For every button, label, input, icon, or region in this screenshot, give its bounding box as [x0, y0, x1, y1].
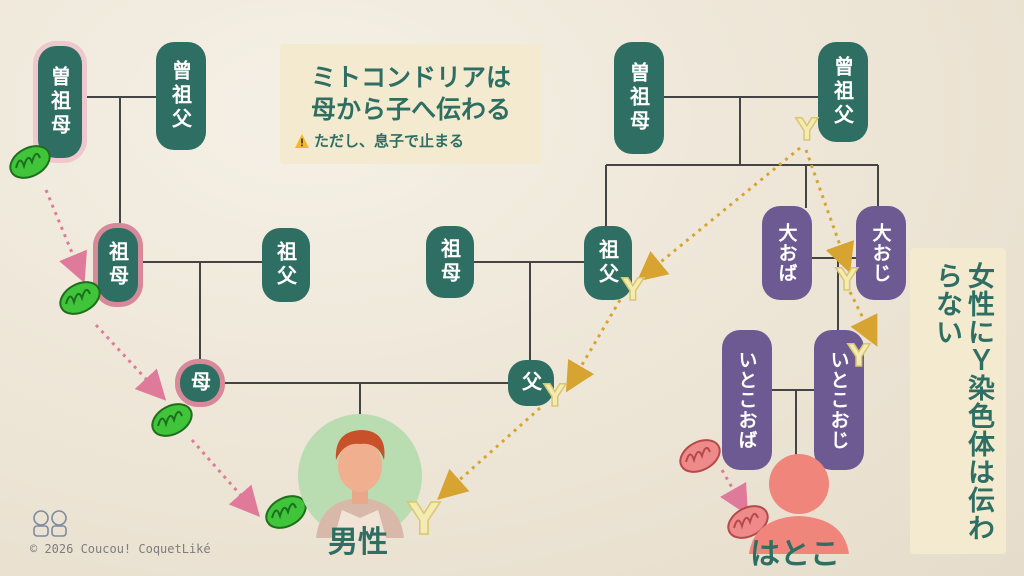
great-grandfather-right: 曾祖父 — [818, 42, 868, 142]
y-mark-great-uncle: Y — [835, 263, 858, 298]
cousin-uncle: いとこおじ — [814, 330, 864, 470]
y-mark-great-grandfather: Y — [795, 113, 818, 148]
great-uncle: 大おじ — [856, 206, 906, 300]
second-cousin-icon — [749, 454, 849, 554]
grandmother-left: 祖母 — [98, 228, 138, 302]
copyright-text: © 2026 Coucou! CoquetLiké — [30, 542, 211, 556]
grandmother-right: 祖母 — [426, 226, 474, 298]
title-line1: ミトコンドリアは — [310, 63, 511, 92]
father: 父 — [508, 360, 554, 406]
mitochondria-icon — [151, 403, 193, 437]
great-aunt: 大おば — [762, 206, 812, 300]
grandfather-left: 祖父 — [262, 228, 310, 302]
mitochondria-icon — [9, 145, 51, 179]
title-line2: 母から子へ伝わる — [310, 95, 511, 124]
mother: 母 — [180, 364, 220, 402]
y-mark-grandfather: Y — [621, 273, 644, 308]
warning-icon — [294, 133, 310, 149]
y-mark-father: Y — [543, 379, 566, 414]
male-label: 男性 — [328, 525, 388, 560]
side-note-text: 女性にＹ染色体は伝わらない — [931, 262, 994, 542]
great-grandmother-right: 曽祖母 — [614, 42, 664, 154]
mitochondria-pink-icon — [679, 439, 721, 473]
brand-logo-icon — [33, 510, 67, 537]
second-cousin-label: はとこ — [750, 537, 840, 572]
mitochondria-icon — [265, 495, 307, 529]
side-note: 女性にＹ染色体は伝わらない — [910, 248, 1006, 554]
title-note: ミトコンドリアは 母から子へ伝わる ただし、息子で止まる — [280, 44, 542, 164]
mitochondria-pink-icon — [727, 505, 769, 539]
mitochondria-icon — [59, 281, 101, 315]
great-grandfather-left: 曾祖父 — [156, 42, 206, 150]
y-mark-cousin-uncle: Y — [847, 339, 870, 374]
y-mark-male: Y — [407, 494, 440, 545]
cousin-aunt: いとこおば — [722, 330, 772, 470]
grandfather-right: 祖父 — [584, 226, 632, 300]
great-grandmother-left: 曽祖母 — [38, 46, 82, 158]
title-caveat: ただし、息子で止まる — [314, 132, 465, 150]
male-person-icon — [298, 414, 422, 538]
